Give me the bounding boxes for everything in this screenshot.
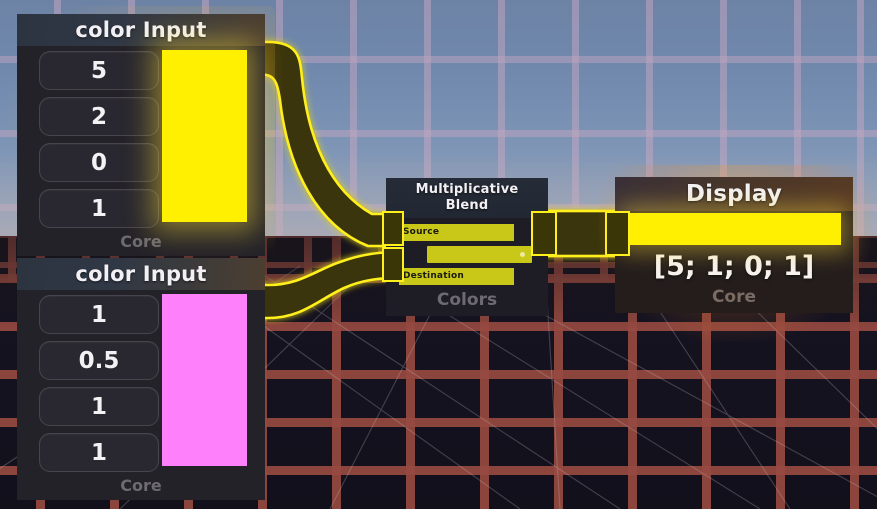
value-field[interactable]: 1 <box>39 189 159 228</box>
value-field[interactable]: 1 <box>39 387 159 426</box>
slider-handle-dot[interactable] <box>520 252 525 257</box>
value-field-list-bottom[interactable]: 1 0.5 1 1 <box>39 295 159 479</box>
port-source-input[interactable] <box>382 211 404 246</box>
port-display-input[interactable] <box>605 211 630 256</box>
input-slot-source[interactable]: Source <box>399 224 514 241</box>
value-field[interactable]: 2 <box>39 97 159 136</box>
port-blend-output[interactable] <box>531 211 557 256</box>
node-footer-category: Core <box>17 476 265 500</box>
value-field[interactable]: 0 <box>39 143 159 182</box>
node-footer-category: Core <box>17 232 265 256</box>
blend-factor-slider[interactable] <box>427 246 532 263</box>
input-slot-destination-label: Destination <box>403 271 464 281</box>
node-multiplicative-blend[interactable]: Multiplicative Blend Source Destination … <box>386 178 548 316</box>
node-title-color-input-bottom: color Input <box>17 258 265 290</box>
node-title-line-2: Blend <box>445 198 489 213</box>
node-footer-category: Core <box>615 287 853 313</box>
node-title-display: Display <box>615 177 853 211</box>
color-swatch-yellow[interactable] <box>162 50 247 222</box>
value-field[interactable]: 1 <box>39 295 159 334</box>
node-display[interactable]: Display [5; 1; 0; 1] Core <box>599 165 871 341</box>
node-color-input-top[interactable]: color Input 5 2 0 1 Core <box>7 6 275 262</box>
node-color-input-bottom[interactable]: color Input 1 0.5 1 1 Core <box>17 258 265 500</box>
input-slot-destination[interactable]: Destination <box>399 268 514 285</box>
display-value-text: [5; 1; 0; 1] <box>615 247 853 287</box>
color-swatch-magenta[interactable] <box>162 294 247 466</box>
node-title-line-1: Multiplicative <box>415 182 519 197</box>
node-footer-category: Colors <box>386 288 548 316</box>
node-title-blend: Multiplicative Blend <box>386 178 548 218</box>
value-field[interactable]: 5 <box>39 51 159 90</box>
port-destination-input[interactable] <box>382 247 404 282</box>
input-slot-source-label: Source <box>403 227 440 237</box>
value-field[interactable]: 1 <box>39 433 159 472</box>
display-color-swatch <box>627 213 841 245</box>
value-field[interactable]: 0.5 <box>39 341 159 380</box>
value-field-list-top[interactable]: 5 2 0 1 <box>39 51 159 235</box>
node-title-color-input-top: color Input <box>17 14 265 46</box>
